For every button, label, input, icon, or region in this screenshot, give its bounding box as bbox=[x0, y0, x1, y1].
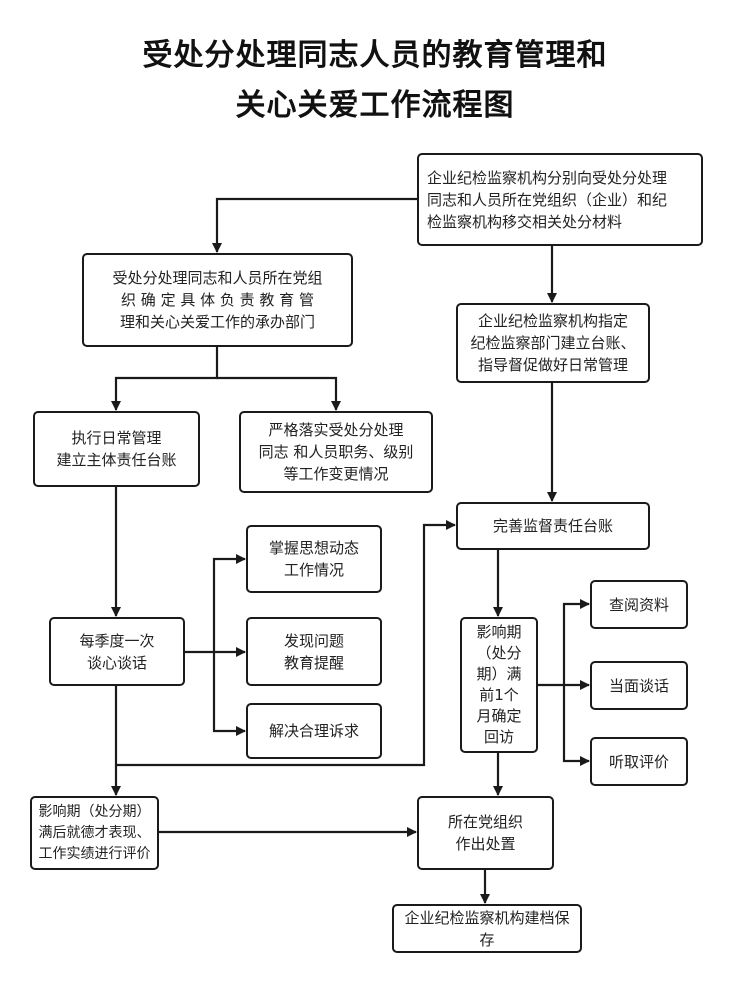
node-text-line: 理和关心关爱工作的承办部门 bbox=[119, 313, 315, 331]
node-text-line: 查阅资料 bbox=[608, 595, 669, 614]
node-grasp-thoughts: 掌握思想动态工作情况 bbox=[246, 525, 382, 593]
node-text-line: 受处分处理同志和人员所在党组 bbox=[112, 269, 323, 287]
node-text-line: 检监察机构移交相关处分材料 bbox=[427, 212, 623, 231]
node-text-line: 回访 bbox=[483, 728, 514, 746]
node-party-disposal: 所在党组织作出处置 bbox=[417, 796, 554, 870]
node-text-line: 指导督促做好日常管理 bbox=[477, 356, 628, 374]
node-text-line: 影响期 bbox=[476, 623, 522, 641]
node-text-line: 严格落实受处分处理 bbox=[268, 421, 404, 439]
node-quarterly-talk: 每季度一次谈心谈话 bbox=[49, 617, 185, 686]
connector-transfer-to-partyorg bbox=[212, 197, 417, 253]
node-revisit: 影响期 （处分期）满前1个月确定回访 bbox=[460, 617, 538, 753]
node-text-line: 教育提醒 bbox=[283, 653, 344, 672]
node-text-line: 建立主体责任台账 bbox=[56, 451, 177, 469]
node-text-line: 纪检监察部门建立台账、 bbox=[470, 334, 636, 352]
node-text-line: 所在党组织 bbox=[447, 813, 523, 831]
node-text-line: 谈心谈话 bbox=[86, 653, 147, 672]
connector-revisit-to-hear bbox=[562, 685, 590, 766]
page-title-line-2: 关心关爱工作流程图 bbox=[235, 88, 515, 123]
node-improve-ledger: 完善监督责任台账 bbox=[456, 502, 650, 550]
node-hear-evaluation: 听取评价 bbox=[590, 737, 688, 786]
connector-talk-to-ledger bbox=[116, 520, 456, 767]
node-text-line: 企业纪检监察机构分别向受处分处理 bbox=[427, 168, 668, 187]
node-text-line: 织 确 定 具 体 负 责 教 育 管 bbox=[121, 291, 314, 309]
node-text-line: 作出处置 bbox=[455, 835, 516, 853]
node-text-line: 等工作变更情况 bbox=[283, 465, 389, 483]
node-text-line: 月确定 bbox=[476, 707, 522, 725]
node-check-materials: 查阅资料 bbox=[590, 580, 688, 629]
connector-partyorg-split bbox=[111, 346, 219, 411]
node-text-line: 工作实绩进行评价 bbox=[38, 845, 151, 862]
node-text-line: 当面谈话 bbox=[608, 676, 669, 695]
node-text-line: 期）满 bbox=[476, 665, 522, 683]
node-text-line: 每季度一次 bbox=[79, 631, 155, 650]
connector-talk-to-grasp bbox=[212, 554, 246, 652]
node-text-line: 解决合理诉求 bbox=[268, 722, 359, 740]
node-text-line: （处分 bbox=[476, 644, 522, 662]
connector-revisit-to-check bbox=[562, 599, 590, 685]
node-text-line: 掌握思想动态 bbox=[268, 539, 359, 557]
node-text-line: 听取评价 bbox=[608, 752, 669, 771]
node-discipline-designate: 企业纪检监察机构指定纪检监察部门建立台账、指导督促做好日常管理 bbox=[456, 303, 650, 383]
node-text-line: 企业纪检监察机构建档保存 bbox=[404, 908, 570, 949]
node-face-talk: 当面谈话 bbox=[590, 661, 688, 710]
node-party-org-assign: 受处分处理同志和人员所在党组织 确 定 具 体 负 责 教 育 管理和关心关爱工… bbox=[82, 253, 353, 347]
node-transfer-materials: 企业纪检监察机构分别向受处分处理同志和人员所在党组织（企业）和纪检监察机构移交相… bbox=[417, 153, 703, 246]
connector-partyorg-to-changes bbox=[217, 376, 341, 411]
node-daily-management: 执行日常管理建立主体责任台账 bbox=[33, 411, 200, 487]
node-text-line: 工作情况 bbox=[283, 561, 344, 579]
node-evaluate-after: 影响期（处分期） 满后就德才表现、工作实绩进行评价 bbox=[30, 796, 159, 870]
node-text-line: 执行日常管理 bbox=[71, 429, 162, 447]
node-text-line: 发现问题 bbox=[283, 631, 344, 650]
node-solve-demands: 解决合理诉求 bbox=[246, 703, 382, 759]
node-text-line: 完善监督责任台账 bbox=[492, 517, 613, 535]
node-text-line: 同志和人员所在党组织（企业）和纪 bbox=[427, 190, 668, 209]
connector-talk-to-solve bbox=[212, 652, 246, 736]
node-implement-changes: 严格落实受处分处理同志 和人员职务、级别等工作变更情况 bbox=[239, 411, 433, 493]
node-text-line: 满后就德才表现、 bbox=[38, 824, 151, 841]
node-text-line: 同志 和人员职务、级别 bbox=[258, 443, 414, 461]
node-text-line: 前1个 bbox=[479, 686, 519, 704]
node-text-line: 企业纪检监察机构指定 bbox=[477, 312, 628, 330]
page-title-line-1: 受处分处理同志人员的教育管理和 bbox=[142, 38, 608, 73]
node-find-problems: 发现问题教育提醒 bbox=[246, 617, 382, 686]
node-text-line: 影响期（处分期） bbox=[38, 803, 151, 820]
node-archive: 企业纪检监察机构建档保存 bbox=[392, 904, 582, 953]
